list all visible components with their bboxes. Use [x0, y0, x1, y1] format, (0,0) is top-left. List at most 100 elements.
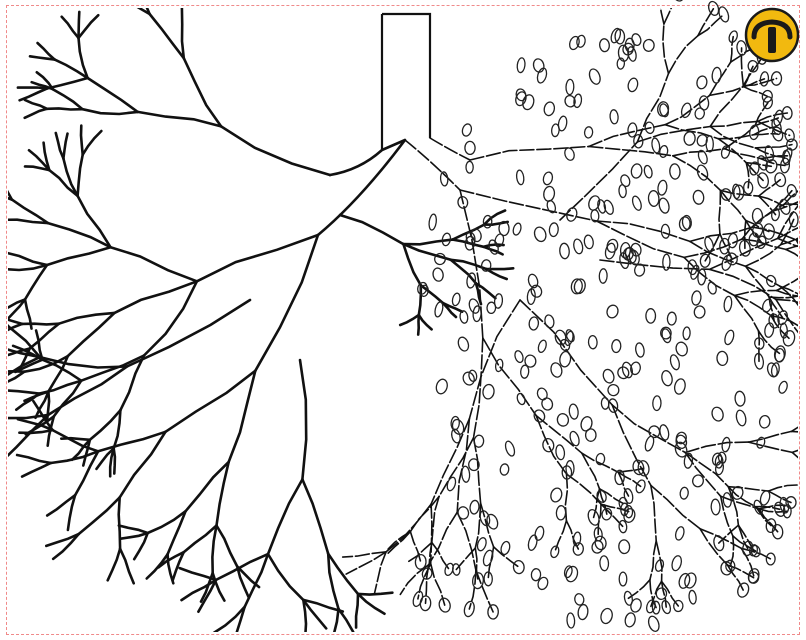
airway-branch [138, 112, 221, 127]
alveolus [504, 440, 516, 457]
alveolus [527, 534, 539, 551]
alveolus [588, 335, 597, 349]
alveolus [474, 435, 485, 448]
alveolus [688, 260, 698, 275]
alveolus [661, 224, 670, 238]
alveolus [646, 309, 656, 323]
airway-branch [121, 533, 148, 539]
alveolus [514, 350, 525, 364]
alveolus [478, 510, 491, 527]
alveolus [628, 123, 638, 138]
alveolus [721, 437, 731, 452]
alveolus [618, 540, 630, 554]
alveolus [544, 314, 555, 329]
airway-branch [30, 324, 59, 349]
alveolus [619, 572, 627, 586]
alveolus [416, 281, 428, 295]
airway-branch [0, 173, 12, 199]
alveolus [635, 342, 645, 357]
airway-branch [0, 316, 22, 324]
airway-branch [83, 131, 102, 155]
alveolus [759, 415, 771, 429]
alveolus [610, 109, 619, 124]
airway-branch [25, 100, 47, 109]
alveolus [631, 195, 643, 211]
airway-branch [83, 109, 138, 114]
airway-branch [483, 338, 536, 416]
airway-branch [7, 391, 39, 394]
alveolus [536, 387, 549, 401]
alveolus [568, 430, 580, 447]
alveolus [584, 126, 593, 138]
alveolus [594, 535, 607, 550]
airway-branch [566, 521, 578, 549]
airway-branch [597, 221, 690, 241]
alveolus [543, 101, 556, 116]
alveolus [577, 604, 589, 620]
alveolus [559, 243, 569, 259]
alveolus [533, 226, 548, 243]
airway-branch [719, 525, 739, 543]
alveolus [694, 305, 706, 318]
airway-branch [25, 109, 47, 118]
alveolus [591, 540, 604, 555]
alveolus [669, 354, 681, 371]
alveolus [451, 292, 461, 306]
alveolus [482, 549, 495, 567]
alveolus [500, 463, 510, 475]
alveolus [683, 327, 691, 340]
airway-branch [182, 0, 204, 7]
airway-branch [300, 360, 306, 479]
alveolus [432, 267, 444, 282]
alveolus [555, 444, 565, 460]
alveolus [574, 593, 585, 606]
airway-branch [22, 324, 59, 325]
alveolus [602, 368, 616, 384]
airway-branch [651, 485, 700, 528]
airway-branch [63, 134, 67, 159]
airway-branch [358, 594, 385, 614]
airway-branch [53, 89, 83, 109]
airway-branch [17, 455, 51, 463]
airway-branch [419, 315, 432, 329]
alveolus [466, 161, 473, 173]
airway-branch [79, 12, 80, 38]
airway-branch [61, 438, 90, 440]
alveolus [540, 397, 554, 412]
alveolus [684, 131, 696, 145]
alveolus [435, 378, 449, 395]
airway-branch [111, 247, 197, 281]
airway-branch [796, 240, 806, 265]
airway-branch [418, 315, 419, 335]
airway-branch [49, 170, 77, 196]
alveolus [630, 163, 642, 179]
alveolus [537, 339, 548, 353]
alveolus [611, 339, 621, 352]
airway-branch [90, 410, 121, 440]
alveolus [711, 499, 721, 515]
alveolus [654, 559, 665, 573]
alveolus [513, 560, 525, 574]
airway-branch [612, 405, 685, 453]
airway-branch [555, 521, 567, 552]
alveolus [712, 67, 722, 83]
airway-branch [340, 215, 403, 244]
airway-branch [655, 0, 664, 24]
airway-branch [127, 300, 250, 367]
alveolus [720, 188, 732, 202]
airway-branch [78, 155, 83, 196]
alveolus [599, 38, 610, 52]
alveolus [543, 186, 556, 202]
airway-branch [268, 554, 303, 600]
alveolus [534, 526, 545, 542]
alveolus [756, 436, 766, 449]
airway-branch [710, 269, 776, 299]
right-bronchial-tree [343, 0, 806, 612]
airway-branch [735, 296, 759, 331]
alveolus [457, 336, 471, 353]
airway-branch [119, 526, 148, 534]
alveolus [529, 317, 540, 331]
airway-branch [40, 357, 127, 367]
alveolus [450, 428, 461, 444]
airway-branch [147, 554, 168, 578]
